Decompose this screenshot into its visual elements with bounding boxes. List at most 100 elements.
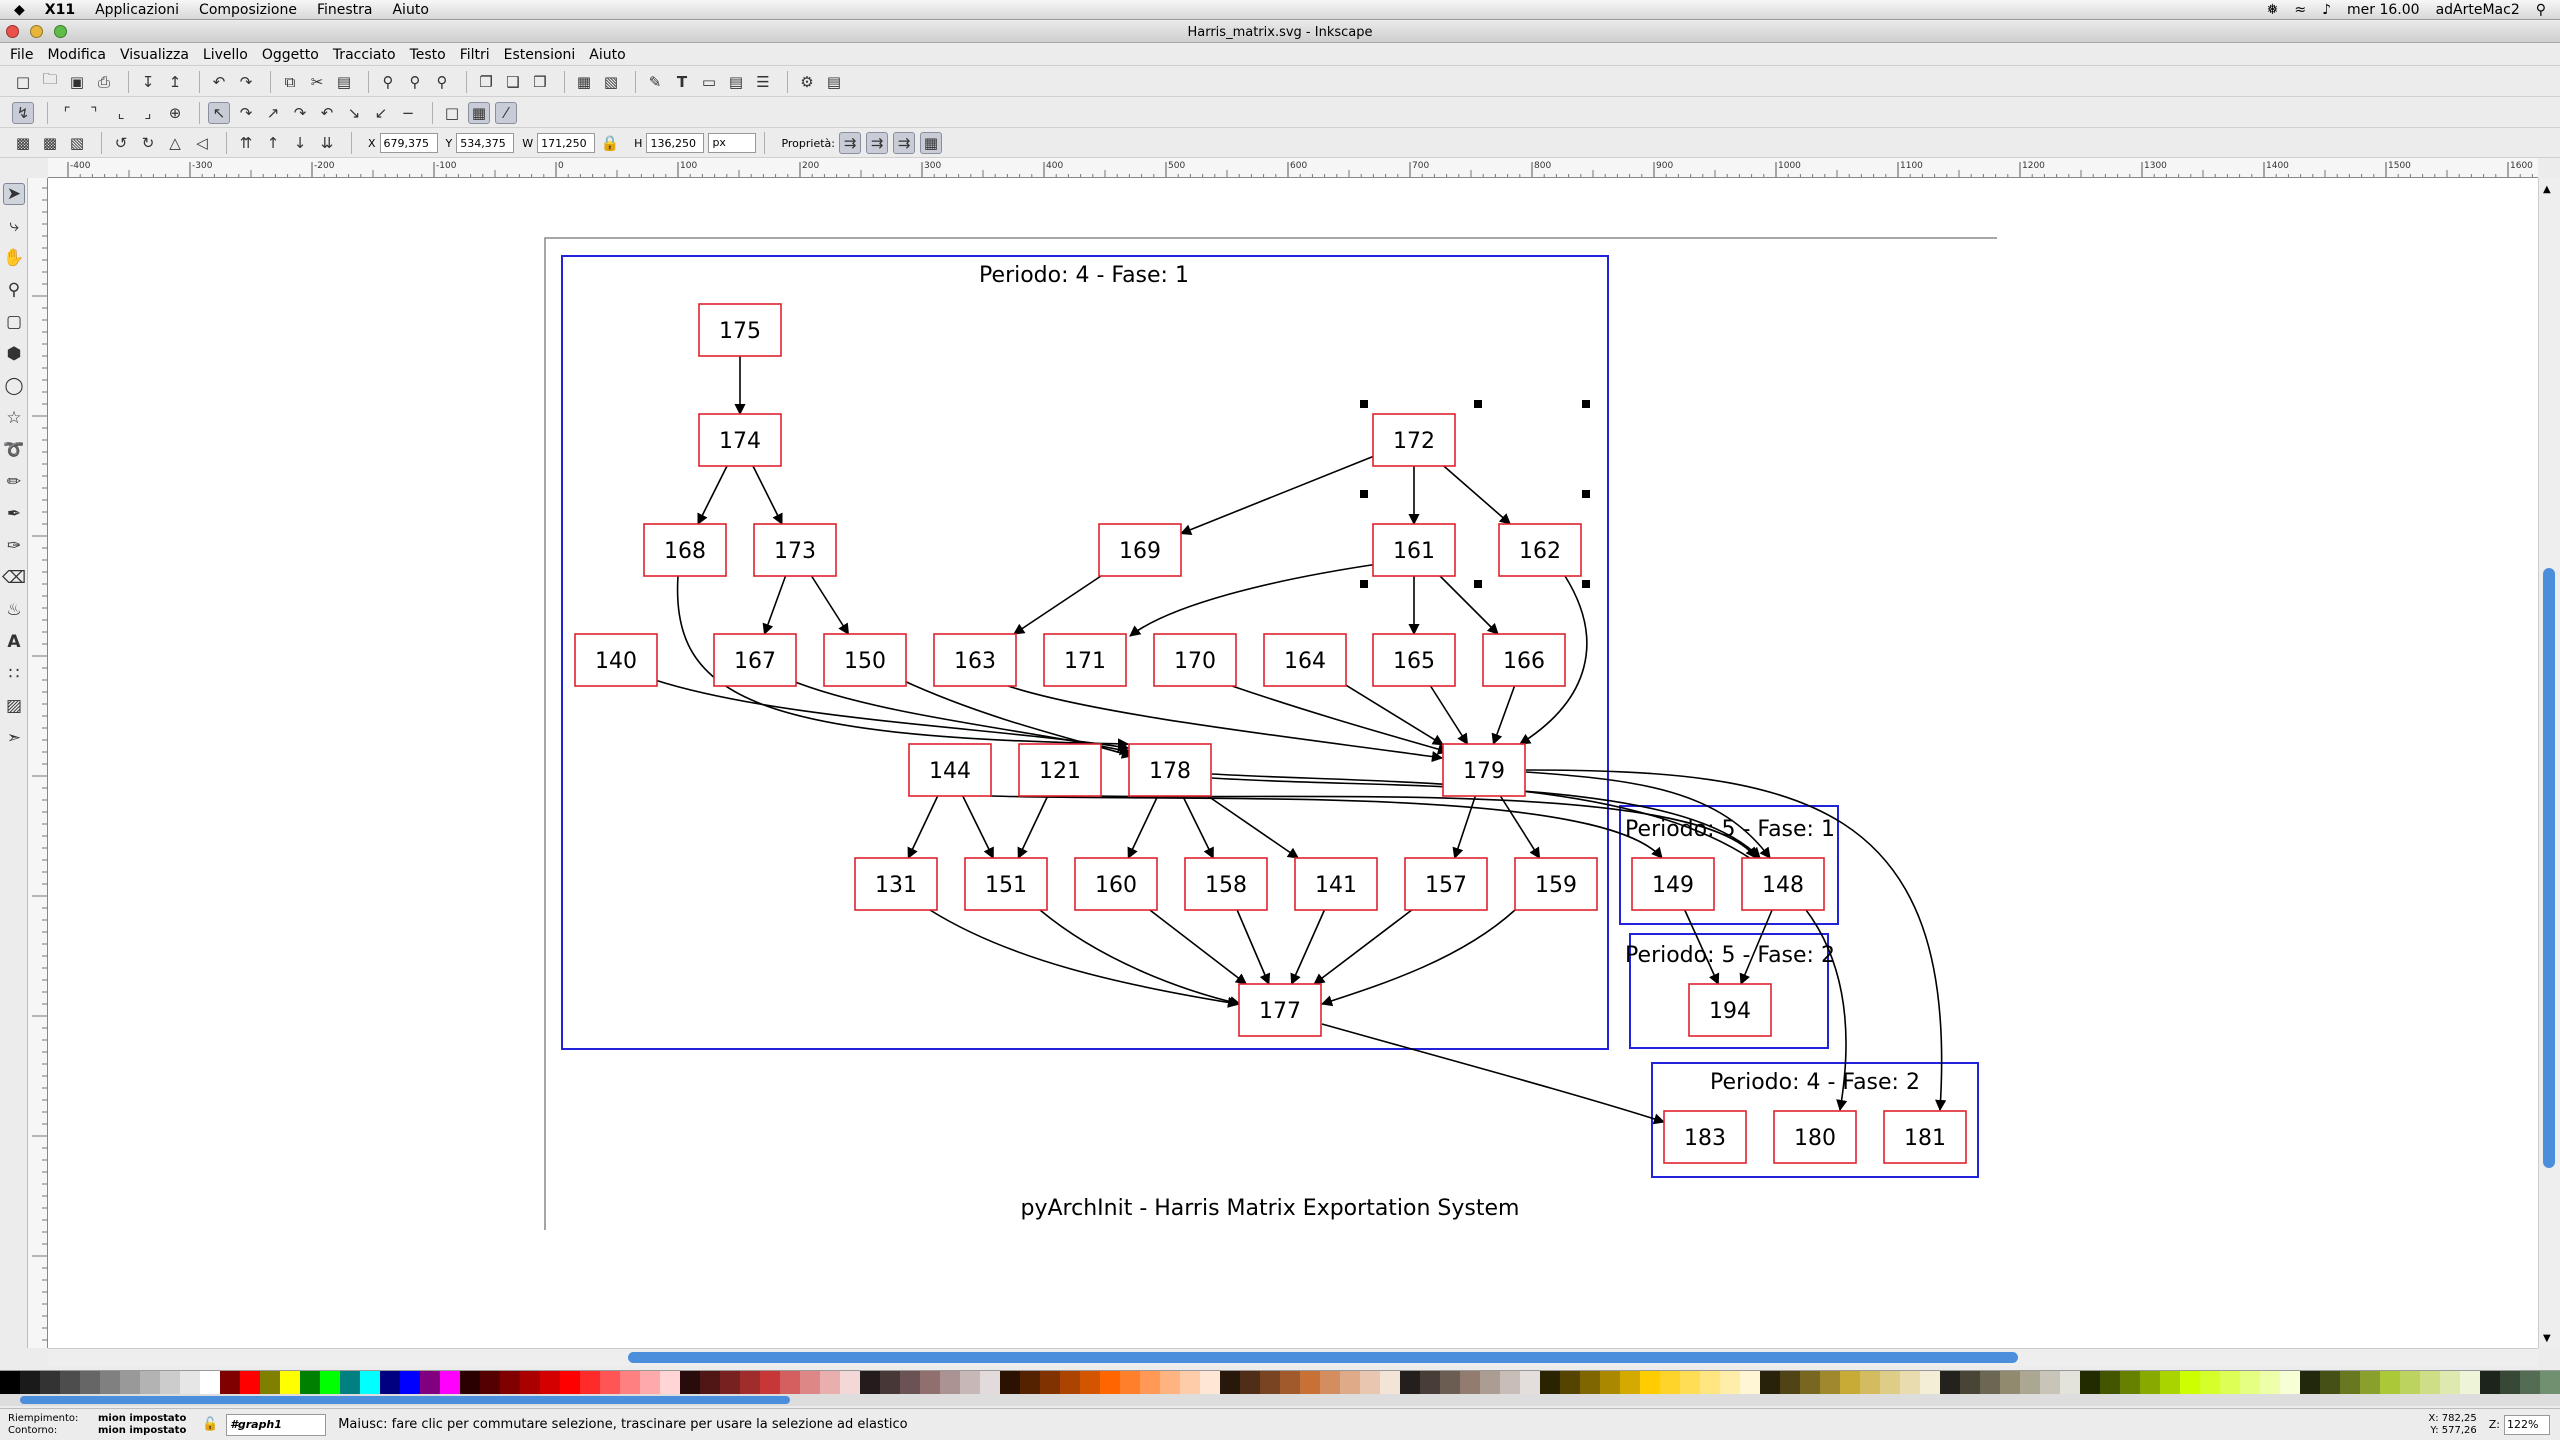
edge-159-177[interactable] (1320, 909, 1516, 1007)
color-swatch[interactable] (420, 1371, 440, 1394)
color-swatch[interactable] (860, 1371, 880, 1394)
color-swatch[interactable] (1320, 1371, 1340, 1394)
node-149[interactable]: 149 (1631, 857, 1715, 911)
node-140[interactable]: 140 (574, 633, 658, 687)
color-swatch[interactable] (2040, 1371, 2060, 1394)
node-box[interactable] (1294, 857, 1378, 911)
snap-smooth-icon[interactable]: ↶ (320, 103, 334, 122)
vertical-scrollbar[interactable]: ▲ ▼ (2538, 178, 2560, 1348)
paint-bucket-tool-icon[interactable]: ♨ (6, 600, 22, 620)
node-161[interactable]: 161 (1372, 523, 1456, 577)
color-swatch[interactable] (320, 1371, 340, 1394)
node-box[interactable] (1663, 1110, 1747, 1164)
node-box[interactable] (1773, 1110, 1857, 1164)
node-170[interactable]: 170 (1153, 633, 1237, 687)
redo-icon[interactable]: ↷ (239, 72, 253, 91)
color-swatch[interactable] (740, 1371, 760, 1394)
color-swatch[interactable] (960, 1371, 980, 1394)
layer-lock-icon[interactable]: 🔓 (202, 1417, 219, 1432)
spray-tool-icon[interactable]: ∷ (8, 664, 20, 684)
edge-121-151[interactable] (1017, 795, 1049, 860)
node-box[interactable] (753, 523, 837, 577)
color-swatch[interactable] (2280, 1371, 2300, 1394)
unit-select[interactable]: px (708, 133, 757, 153)
color-swatch[interactable] (340, 1371, 360, 1394)
color-swatch[interactable] (640, 1371, 660, 1394)
color-swatch[interactable] (2340, 1371, 2360, 1394)
node-144[interactable]: 144 (908, 743, 992, 797)
scale-corners-icon[interactable]: ⇉ (866, 132, 888, 154)
color-swatch[interactable] (1120, 1371, 1140, 1394)
color-swatch[interactable] (520, 1371, 540, 1394)
node-172[interactable]: 172 (1372, 413, 1456, 467)
color-swatch[interactable] (1460, 1371, 1480, 1394)
node-166[interactable]: 166 (1482, 633, 1566, 687)
xml-editor-icon[interactable]: ▭ (701, 72, 717, 91)
node-178[interactable]: 178 (1128, 743, 1212, 797)
copy-icon[interactable]: ⧉ (284, 72, 296, 91)
node-box[interactable] (713, 633, 797, 687)
color-swatch[interactable] (2240, 1371, 2260, 1394)
selection-handle[interactable] (1360, 580, 1368, 588)
color-swatch[interactable] (0, 1371, 20, 1394)
dropbox-icon[interactable]: ❅ (2266, 1, 2279, 18)
menu-filtri[interactable]: Filtri (459, 46, 490, 63)
node-171[interactable]: 171 (1043, 633, 1127, 687)
color-swatch[interactable] (1020, 1371, 1040, 1394)
node-box[interactable] (823, 633, 907, 687)
color-swatch[interactable] (360, 1371, 380, 1394)
color-swatch[interactable] (2160, 1371, 2180, 1394)
color-swatch[interactable] (1360, 1371, 1380, 1394)
text-tool-icon[interactable]: A (7, 632, 21, 652)
node-179[interactable]: 179 (1442, 743, 1526, 797)
color-swatch[interactable] (160, 1371, 180, 1394)
color-swatch[interactable] (1860, 1371, 1880, 1394)
color-swatch[interactable] (1280, 1371, 1300, 1394)
node-160[interactable]: 160 (1074, 857, 1158, 911)
align-distribute-icon[interactable]: ▤ (728, 72, 744, 91)
color-swatch[interactable] (2020, 1371, 2040, 1394)
edge-174-173[interactable] (752, 465, 783, 526)
cluster-box[interactable] (1619, 805, 1839, 925)
node-box[interactable] (1128, 743, 1212, 797)
mac-menu-aiuto[interactable]: Aiuto (392, 1, 429, 18)
node-box[interactable] (1153, 633, 1237, 687)
zoom-input[interactable]: 122% (2504, 1414, 2550, 1435)
snap-bbox-corner-icon[interactable]: ⌞ (117, 103, 125, 122)
snap-page-icon[interactable]: □ (444, 103, 460, 122)
cluster-box[interactable] (561, 255, 1609, 1050)
color-swatch[interactable] (2420, 1371, 2440, 1394)
color-swatch[interactable] (940, 1371, 960, 1394)
edge-172-169[interactable] (1179, 455, 1374, 535)
node-box[interactable] (643, 523, 727, 577)
lower-icon[interactable]: ↓ (293, 134, 307, 152)
color-swatch[interactable] (700, 1371, 720, 1394)
node-150[interactable]: 150 (823, 633, 907, 687)
group-icon[interactable]: ▦ (576, 72, 592, 91)
spotlight-icon[interactable]: ⚲ (2535, 1, 2546, 18)
save-icon[interactable]: ▣ (69, 72, 85, 91)
eraser-tool-icon[interactable]: ⌫ (1, 568, 27, 588)
color-swatch[interactable] (100, 1371, 120, 1394)
edge-170-179[interactable] (1231, 685, 1450, 755)
color-swatch[interactable] (2080, 1371, 2100, 1394)
node-box[interactable] (1688, 983, 1772, 1037)
color-swatch[interactable] (1940, 1371, 1960, 1394)
node-163[interactable]: 163 (933, 633, 1017, 687)
select-all-layers-icon[interactable]: ▩ (42, 134, 58, 152)
fill-stroke-icon[interactable]: ✎ (648, 72, 662, 91)
node-box[interactable] (1372, 413, 1456, 467)
edge-148-194[interactable] (1739, 909, 1773, 986)
color-swatch[interactable] (1560, 1371, 1580, 1394)
node-box[interactable] (1482, 633, 1566, 687)
color-swatch[interactable] (460, 1371, 480, 1394)
node-164[interactable]: 164 (1263, 633, 1347, 687)
color-swatch[interactable] (1800, 1371, 1820, 1394)
color-swatch[interactable] (180, 1371, 200, 1394)
color-swatch[interactable] (2380, 1371, 2400, 1394)
snap-midpoints-icon[interactable]: ↘ (347, 103, 361, 122)
new-document-icon[interactable]: □ (15, 72, 31, 91)
node-158[interactable]: 158 (1184, 857, 1268, 911)
mac-menu-composizione[interactable]: Composizione (199, 1, 297, 18)
